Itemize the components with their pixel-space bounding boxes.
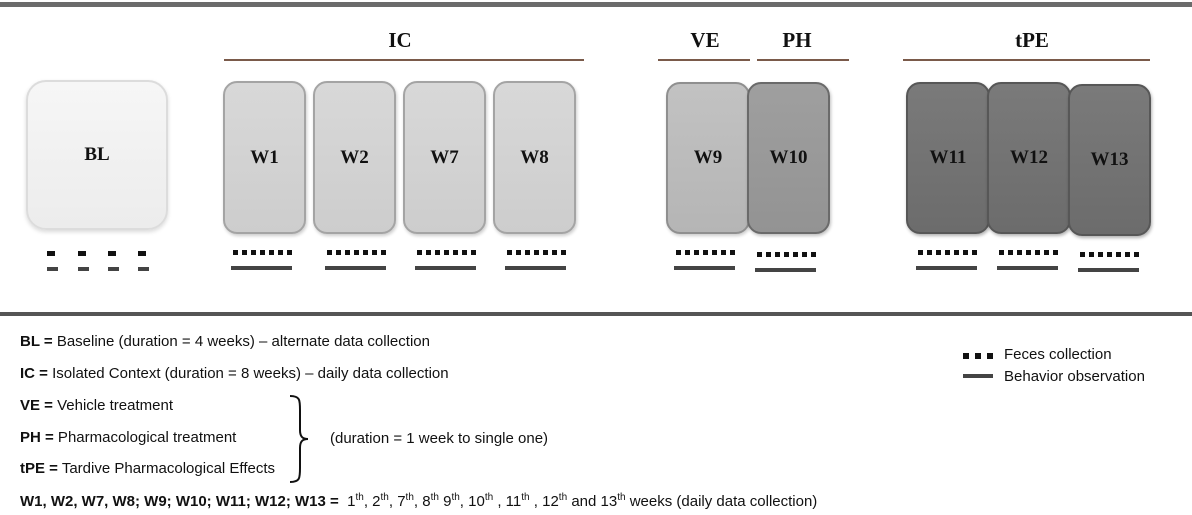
legend-ve-abbr: VE =: [20, 397, 53, 414]
week-label-w1: W1: [250, 146, 279, 168]
legend-tpe-abbr: tPE =: [20, 460, 58, 477]
legend-ic-abbr: IC =: [20, 365, 48, 382]
group-underline-ve: [658, 59, 750, 61]
behavior-marker-w7: [415, 266, 476, 270]
group-label-ve: VE: [690, 28, 720, 52]
behavior-marker-w10: [755, 268, 816, 272]
ordinal-suffix: th: [430, 492, 439, 503]
week-num-12: 12: [542, 493, 559, 510]
week-num-10: 10: [468, 493, 485, 510]
mid-rule: [0, 312, 1192, 316]
group-underline-ic: [224, 59, 584, 61]
legend-ph-abbr: PH =: [20, 429, 54, 446]
week-num-8: 8: [422, 493, 431, 510]
bl-feces-marker-1: [47, 251, 55, 256]
week-num-9: 9: [443, 493, 452, 510]
legend-ph-text: Pharmacological treatment: [53, 429, 237, 446]
week-box-w1: W1: [223, 81, 306, 234]
legend-tpe: tPE = Tardive Pharmacological Effects: [20, 460, 275, 477]
legend-tpe-text: Tardive Pharmacological Effects: [57, 460, 275, 477]
legend-weeks-and: and: [571, 493, 601, 510]
ordinal-suffix: th: [617, 492, 626, 503]
ordinal-suffix: th: [405, 492, 414, 503]
legend-duration: (duration = 1 week to single one): [330, 430, 549, 447]
legend-ph: PH = Pharmacological treatment: [20, 429, 236, 446]
week-label-w9: W9: [693, 147, 723, 168]
group-label-ph: PH: [782, 28, 812, 52]
top-rule: [0, 2, 1192, 7]
week-box-w7: W7: [403, 81, 486, 234]
week-num-13: 13: [600, 493, 618, 510]
bl-behavior-marker-1: [47, 267, 58, 271]
week-label-w7: W7: [430, 146, 459, 168]
bl-behavior-marker-4: [138, 267, 149, 271]
week-label-w8: W8: [520, 146, 549, 168]
ordinal-suffix: th: [521, 492, 530, 503]
legend-ic-text: Isolated Context (duration = 8 weeks) – …: [47, 365, 449, 382]
behavior-key-label: Behavior observation: [1004, 368, 1145, 385]
week-num-7: 7: [397, 493, 406, 510]
ordinal-suffix: th: [355, 492, 364, 503]
feces-marker-w10: [757, 252, 816, 257]
bl-feces-marker-2: [78, 251, 86, 256]
feces-marker-w8: [507, 250, 566, 255]
behavior-marker-w2: [325, 266, 386, 270]
phase-box-bl: BL: [26, 80, 168, 230]
feces-marker-w7: [417, 250, 476, 255]
phase-label-bl: BL: [84, 144, 110, 165]
week-num-2: 2: [372, 493, 381, 510]
week-label-w2: W2: [340, 146, 369, 168]
curly-brace-icon: [289, 395, 309, 483]
group-label-ic: IC: [388, 28, 412, 52]
bl-behavior-marker-2: [78, 267, 89, 271]
behavior-marker-w9: [674, 266, 735, 270]
behavior-marker-w13: [1078, 268, 1139, 272]
feces-key-icon: [963, 353, 993, 359]
ordinal-suffix: th: [484, 492, 494, 503]
week-label-w11: W11: [929, 147, 967, 168]
week-box-w11: W11: [906, 82, 990, 234]
bl-behavior-marker-3: [108, 267, 119, 271]
week-label-w10: W10: [769, 147, 808, 168]
week-num-1: 1: [347, 493, 356, 510]
behavior-marker-w11: [916, 266, 977, 270]
group-underline-tpe: [903, 59, 1150, 61]
week-box-w13: W13: [1068, 84, 1151, 236]
group-label-tpe: tPE: [1015, 28, 1049, 52]
week-label-w13: W13: [1090, 149, 1129, 170]
legend-bl-text: Baseline (duration = 4 weeks) – alternat…: [52, 333, 430, 350]
ordinal-suffix: th: [451, 492, 460, 503]
legend-ve-text: Vehicle treatment: [52, 397, 174, 414]
legend-weeks-tail: weeks (daily data collection): [625, 493, 818, 510]
feces-marker-w2: [327, 250, 386, 255]
feces-marker-w1: [233, 250, 292, 255]
bl-feces-marker-4: [138, 251, 146, 256]
behavior-key-icon: [963, 374, 993, 378]
feces-marker-w13: [1080, 252, 1139, 257]
legend-bl-abbr: BL =: [20, 333, 53, 350]
feces-marker-w12: [999, 250, 1058, 255]
bl-feces-marker-3: [108, 251, 116, 256]
legend-ic: IC = Isolated Context (duration = 8 week…: [20, 365, 449, 382]
feces-marker-w11: [918, 250, 977, 255]
feces-marker-w9: [676, 250, 735, 255]
feces-key-label: Feces collection: [1004, 346, 1112, 363]
legend-weeks-abbr: W1, W2, W7, W8; W9; W10; W11; W12; W13 =: [20, 493, 339, 510]
week-num-11: 11: [505, 493, 522, 510]
legend-ve: VE = Vehicle treatment: [20, 397, 173, 414]
ordinal-suffix: th: [380, 492, 389, 503]
week-box-w9: W9: [666, 82, 750, 234]
week-box-w12: W12: [987, 82, 1071, 234]
ordinal-suffix: th: [558, 492, 568, 503]
week-label-w12: W12: [1010, 147, 1048, 168]
group-underline-ph: [757, 59, 849, 61]
week-box-w8: W8: [493, 81, 576, 234]
legend-weeks: W1, W2, W7, W8; W9; W10; W11; W12; W13 =…: [20, 492, 818, 510]
legend-bl: BL = Baseline (duration = 4 weeks) – alt…: [20, 333, 430, 350]
behavior-marker-w8: [505, 266, 566, 270]
behavior-marker-w1: [231, 266, 292, 270]
week-box-w10: W10: [747, 82, 830, 234]
week-box-w2: W2: [313, 81, 396, 234]
behavior-marker-w12: [997, 266, 1058, 270]
